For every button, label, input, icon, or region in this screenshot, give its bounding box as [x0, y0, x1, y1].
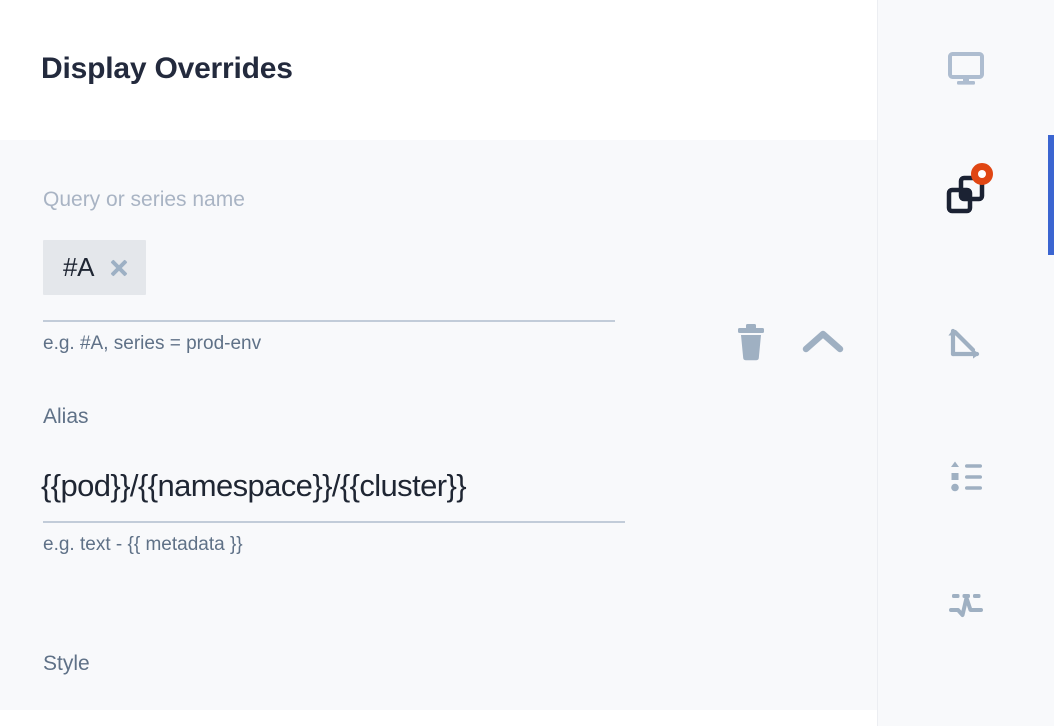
close-icon[interactable]	[108, 257, 130, 279]
display-overrides-panel: Display Overrides Query or series name #…	[0, 0, 877, 726]
axes-icon	[943, 320, 989, 366]
panel-header: Display Overrides	[0, 0, 877, 140]
query-chip-label: #A	[63, 252, 95, 282]
sidebar-item-axes[interactable]	[878, 307, 1054, 379]
chevron-up-icon	[802, 328, 844, 361]
sidebar-item-thresholds[interactable]	[878, 569, 1054, 641]
panel-footer-strip	[0, 710, 877, 726]
notification-badge	[971, 163, 993, 185]
page-title: Display Overrides	[41, 52, 293, 85]
trash-icon	[734, 323, 768, 366]
query-field-label: Query or series name	[43, 188, 245, 211]
panel-options-sidebar	[877, 0, 1054, 726]
query-field-underline	[43, 320, 615, 322]
layers-icon	[943, 163, 993, 218]
query-field-helper-text: e.g. #A, series = prod-env	[43, 333, 262, 354]
legend-list-icon	[943, 453, 989, 499]
threshold-icon	[943, 582, 989, 628]
style-field-label: Style	[43, 652, 90, 675]
collapse-override-button[interactable]	[798, 318, 848, 370]
alias-field-underline	[43, 521, 625, 523]
sidebar-item-display[interactable]	[878, 32, 1054, 104]
override-row-actions	[726, 318, 856, 370]
panel-body	[0, 140, 877, 710]
alias-field-label: Alias	[43, 405, 89, 428]
sidebar-item-legend[interactable]	[878, 440, 1054, 512]
alias-field-helper-text: e.g. text - {{ metadata }}	[43, 534, 243, 555]
alias-input[interactable]: {{pod}}/{{namespace}}/{{cluster}}	[41, 468, 467, 503]
active-section-indicator	[1048, 135, 1054, 255]
sidebar-item-overrides[interactable]	[878, 159, 1054, 231]
monitor-icon	[943, 45, 989, 91]
delete-override-button[interactable]	[726, 318, 776, 370]
query-chip[interactable]: #A	[43, 240, 147, 295]
